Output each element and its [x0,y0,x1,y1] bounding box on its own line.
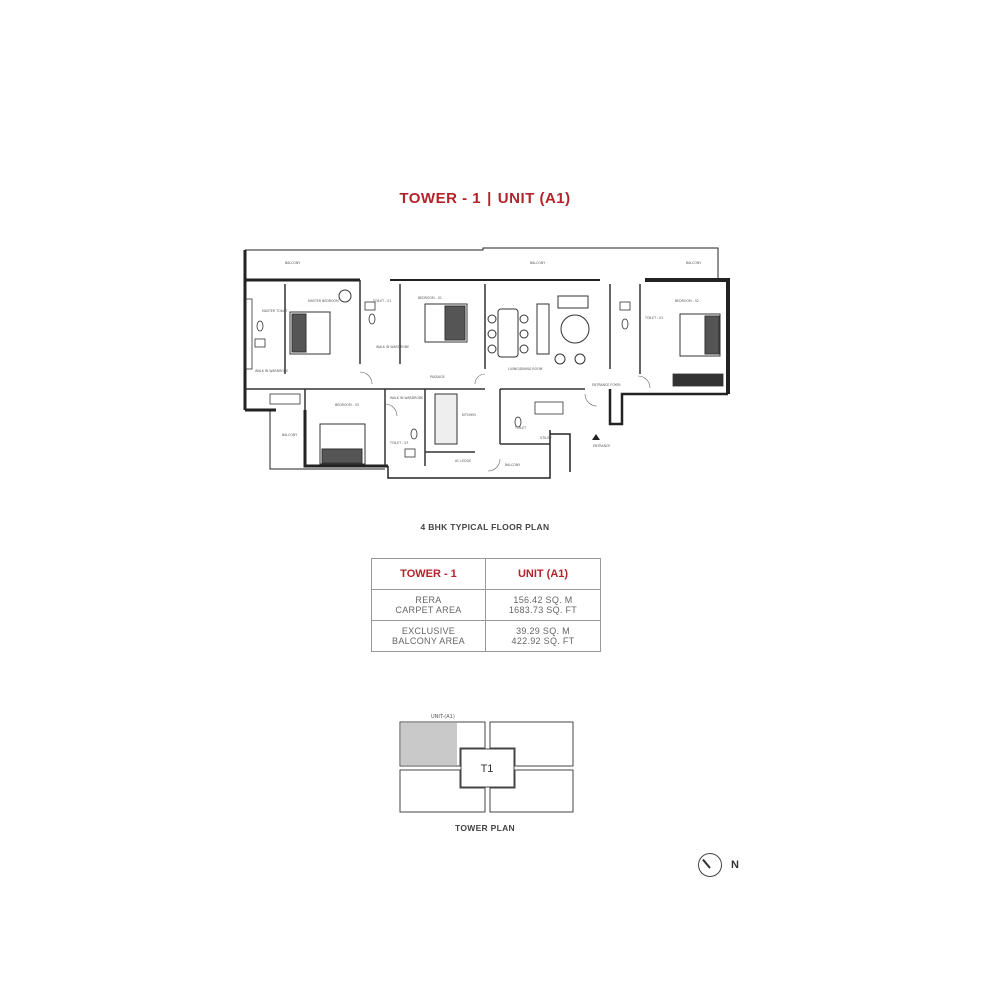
label-bedroom-3: BEDROOM - 03 [335,403,359,407]
tower-plan-caption: TOWER PLAN [455,823,515,833]
furniture [289,289,721,465]
tower-core-label: T1 [481,763,494,775]
label-walkin-1: WALK IN WARDROBE [376,345,409,349]
kitchen-counter [434,393,458,445]
unit-a1-highlight [401,723,457,765]
sofa [536,303,550,355]
label-master-toilet: MASTER TOILET [262,309,287,313]
label-utility: UTILITY [540,436,552,440]
title-unit: UNIT (A1) [497,190,571,207]
tower-plan: T1 UNIT-(A1) [399,714,574,813]
label-bedroom-1: BEDROOM - 01 [418,296,442,300]
header-tower: TOWER - 1 [371,558,486,590]
header-unit: UNIT (A1) [485,558,601,590]
coffee-table [560,314,590,344]
label-toilet-4: TOILET [514,426,526,430]
floor-plan-caption: 4 BHK TYPICAL FLOOR PLAN [420,522,550,532]
outer-walls [243,247,730,479]
tower-unit-label: UNIT-(A1) [431,714,455,720]
label-walkin-3: WALK IN WARDROBE [390,396,423,400]
label-balcony-bottom: BALCONY [505,463,520,467]
label-entrance-foyer: ENTRANCE FOYER [592,383,621,387]
label-balcony-right: BALCONY [686,261,701,265]
door-swings [359,371,651,472]
floor-plan: BALCONY BALCONY BALCONY MASTER BEDROOM M… [243,247,730,479]
label-balcony-bottom-left: BALCONY [282,433,297,437]
label-balcony-mid: BALCONY [530,261,545,265]
north-compass-icon [698,853,722,877]
wardrobes [245,298,724,405]
label-master-bedroom: MASTER BEDROOM [308,299,339,303]
label-living-dining: LIVING/DINING ROOM [508,367,543,371]
label-toilet-2: TOILET - 02 [644,316,663,320]
label-balcony-left: BALCONY [285,261,300,265]
title-tower: TOWER - 1 [399,190,482,207]
label-kitchen: KITCHEN [462,413,476,417]
label-entrance: ENTRANCE [593,444,610,448]
entrance-marker-icon [592,434,600,440]
tower-core [460,748,515,788]
title-separator: | [487,190,492,207]
label-toilet-1: TOILET - 01 [372,299,391,303]
interior-walls [245,280,641,466]
north-label: N [731,859,739,871]
armchair [338,289,352,303]
label-walkin-2: WALK IN WARDROBE [255,369,288,373]
label-passage: PASSAGE [430,375,445,379]
dining-table [497,308,519,358]
toilet-fixtures [254,301,631,458]
label-bedroom-2: BEDROOM - 02 [675,299,699,303]
label-ac-ledge: AC LEDGE [455,459,471,463]
plan-title: TOWER - 1 | UNIT (A1) [0,190,970,207]
label-toilet-3: TOILET - 03 [389,441,408,445]
north-indicator: N [698,853,748,879]
